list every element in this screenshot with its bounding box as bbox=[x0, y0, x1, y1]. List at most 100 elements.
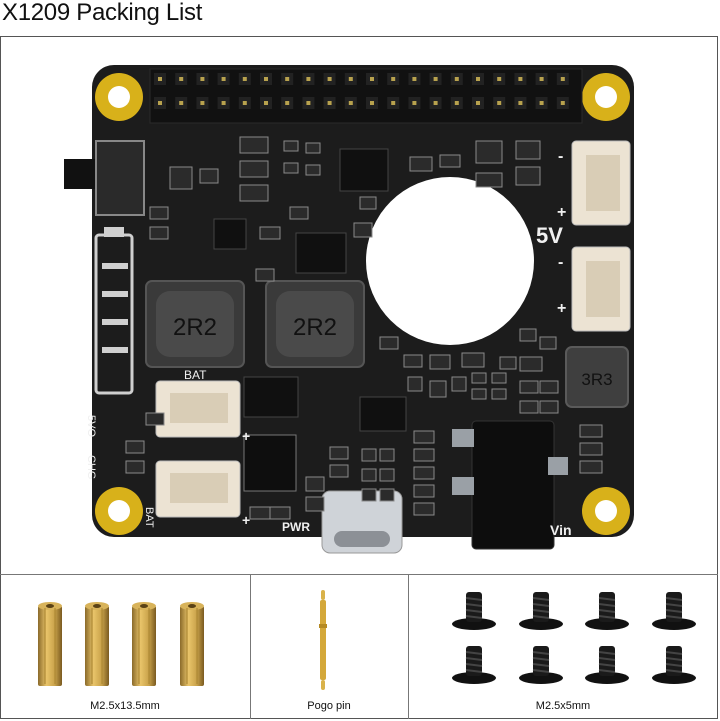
gpio-pin bbox=[158, 77, 162, 81]
smd-component bbox=[475, 172, 503, 188]
smd-component bbox=[239, 184, 269, 202]
smd-component bbox=[145, 412, 165, 426]
gpio-pin bbox=[433, 77, 438, 81]
silk-plus: + bbox=[557, 300, 566, 317]
connector-bat-b bbox=[155, 460, 241, 518]
standoffs-label: M2.5x13.5mm bbox=[90, 700, 160, 712]
mounting-hole bbox=[95, 487, 143, 535]
smd-component bbox=[289, 206, 309, 220]
smd-component bbox=[429, 354, 451, 370]
smd-component bbox=[329, 464, 349, 478]
gpio-pin bbox=[221, 77, 226, 81]
smd-component bbox=[269, 506, 291, 520]
dc-jack bbox=[452, 420, 568, 550]
smd-component bbox=[361, 488, 377, 502]
smd-component bbox=[579, 460, 603, 474]
gpio-pin bbox=[412, 101, 417, 105]
gpio-pin bbox=[391, 77, 396, 81]
silk-bat-side: BAT bbox=[143, 507, 155, 528]
gpio-pin bbox=[370, 77, 374, 81]
ic-chip bbox=[359, 396, 407, 432]
gpio-pin bbox=[518, 101, 523, 105]
smd-component bbox=[379, 336, 399, 350]
inductor-a bbox=[145, 280, 245, 368]
smd-component bbox=[353, 222, 373, 238]
page-title: X1209 Packing List bbox=[2, 0, 203, 26]
gpio-pin bbox=[200, 101, 205, 105]
smd-component bbox=[439, 154, 461, 168]
ic-chip bbox=[243, 434, 297, 492]
smd-component bbox=[519, 400, 539, 414]
gpio-pin bbox=[327, 101, 332, 105]
power-switch bbox=[64, 159, 98, 189]
screw bbox=[450, 642, 498, 688]
smd-component bbox=[413, 466, 435, 480]
smd-component bbox=[519, 328, 537, 342]
smd-component bbox=[579, 442, 603, 456]
gpio-pin bbox=[264, 77, 268, 81]
ic-chip bbox=[213, 218, 247, 250]
connector-bat-a bbox=[155, 380, 241, 438]
gpio-pin bbox=[179, 101, 184, 105]
smd-component bbox=[461, 352, 485, 368]
screw bbox=[517, 642, 565, 688]
silk-5v: 5V bbox=[536, 223, 563, 248]
connector-5v-a bbox=[571, 140, 631, 226]
smd-component bbox=[491, 388, 507, 400]
smd-component bbox=[519, 356, 543, 372]
gpio-pin bbox=[497, 77, 502, 81]
gpio-pin bbox=[433, 101, 438, 105]
gpio-pin bbox=[179, 77, 184, 81]
screw bbox=[450, 588, 498, 634]
gpio-pin bbox=[242, 77, 247, 81]
silk-bat: BAT bbox=[184, 368, 207, 382]
smd-component bbox=[413, 448, 435, 462]
smd-component bbox=[491, 372, 507, 384]
smd-component bbox=[471, 388, 487, 400]
smd-component bbox=[539, 400, 559, 414]
smd-component bbox=[199, 168, 219, 184]
brass-standoff bbox=[83, 602, 111, 688]
silk-vin: Vin bbox=[550, 522, 572, 538]
smd-component bbox=[407, 376, 423, 392]
gpio-pin bbox=[518, 77, 523, 81]
gpio-pin bbox=[497, 101, 502, 105]
smd-component bbox=[409, 156, 433, 172]
screws-label: M2.5x5mm bbox=[535, 700, 591, 712]
gpio-pins bbox=[154, 73, 569, 109]
gpio-pin bbox=[476, 101, 480, 105]
smd-component bbox=[305, 142, 321, 154]
smd-component bbox=[259, 226, 281, 240]
smd-component bbox=[519, 380, 539, 394]
connector-5v-b bbox=[571, 246, 631, 332]
packing-list-frame bbox=[0, 36, 718, 719]
screw bbox=[650, 642, 698, 688]
usb-c-port bbox=[321, 490, 403, 554]
smd-component bbox=[249, 506, 271, 520]
smd-component bbox=[305, 476, 325, 492]
gpio-pin bbox=[264, 101, 268, 105]
ic-chip bbox=[295, 232, 347, 274]
smd-parts bbox=[125, 136, 603, 520]
inductor-label: 2R2 bbox=[173, 314, 217, 341]
smd-component bbox=[539, 380, 559, 394]
gpio-pin bbox=[560, 77, 565, 81]
smd-component bbox=[515, 140, 541, 160]
gpio-pin bbox=[242, 101, 247, 105]
smd-component bbox=[329, 446, 349, 460]
ic-chip bbox=[243, 376, 299, 418]
pogo-pin bbox=[316, 590, 330, 690]
gpio-pin bbox=[391, 101, 396, 105]
gpio-pin bbox=[285, 101, 290, 105]
smd-component bbox=[239, 160, 269, 178]
divider bbox=[408, 575, 409, 719]
silk-plus: + bbox=[557, 204, 566, 221]
gpio-pin bbox=[306, 77, 311, 81]
smd-component bbox=[471, 372, 487, 384]
gpio-pin bbox=[454, 101, 459, 105]
screw bbox=[583, 588, 631, 634]
smd-component bbox=[515, 166, 541, 186]
smd-component bbox=[255, 268, 275, 282]
x1209-board-image: 2R2 2R2 3R3 5V + - - + BAT + + 5VO CHG B… bbox=[0, 37, 718, 574]
smd-component bbox=[475, 140, 503, 164]
